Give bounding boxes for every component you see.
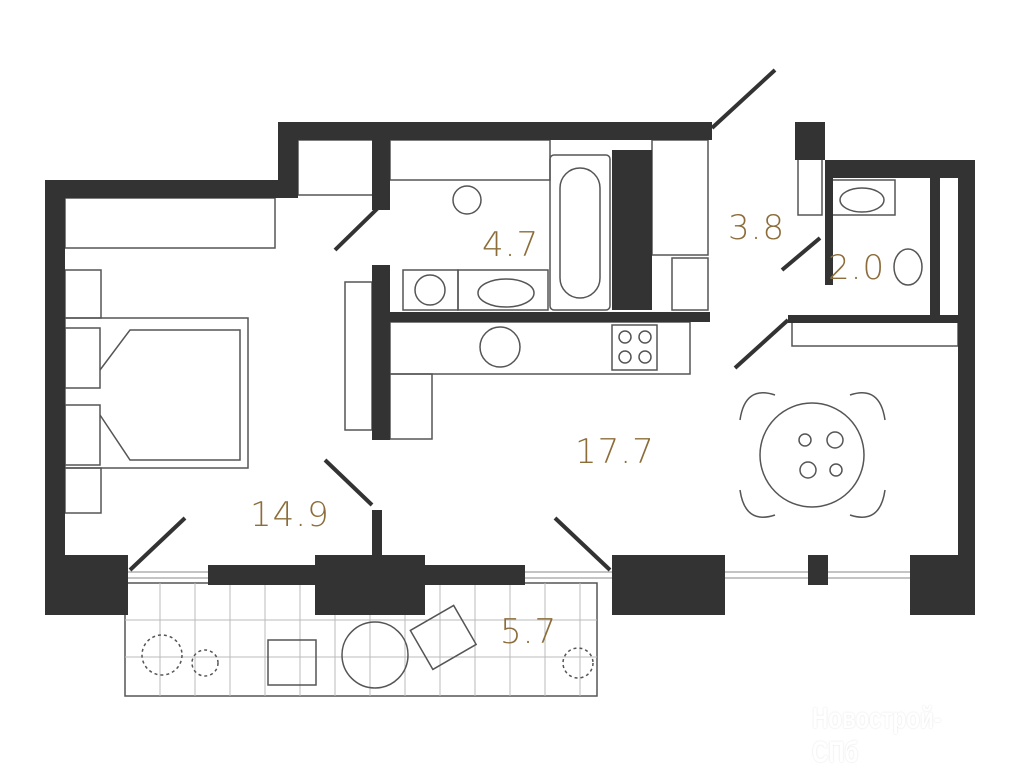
area-label-balcony: 5.7 bbox=[500, 612, 558, 652]
walls bbox=[45, 122, 975, 615]
watermark: Новострой-СПб bbox=[812, 702, 942, 769]
bathtub-icon bbox=[549, 154, 611, 311]
tv-stand-icon bbox=[344, 281, 373, 431]
kitchen-sink-icon bbox=[479, 326, 521, 368]
toilet-icon bbox=[452, 185, 482, 215]
sink-icon bbox=[477, 278, 535, 308]
shoe-rack-icon bbox=[671, 257, 709, 311]
area-label-wc: 2.0 bbox=[828, 248, 886, 288]
balcony-tiles bbox=[125, 583, 597, 696]
wc-toilet-icon bbox=[893, 248, 923, 286]
balcony-chair-icon bbox=[267, 639, 317, 686]
plant-icon bbox=[191, 649, 219, 677]
fridge-icon bbox=[389, 373, 433, 440]
windows bbox=[128, 571, 910, 579]
area-label-bedroom: 14.9 bbox=[250, 495, 330, 535]
area-label-kitchen-living: 17.7 bbox=[575, 432, 655, 472]
plant-icon bbox=[562, 647, 594, 679]
dining-table-icon bbox=[759, 402, 865, 508]
plant-icon bbox=[141, 634, 183, 676]
balcony-table-icon bbox=[341, 621, 409, 689]
bed-icon bbox=[64, 317, 249, 469]
closet bbox=[297, 139, 374, 196]
washing-machine-icon bbox=[402, 269, 459, 311]
wardrobe-bedroom bbox=[64, 197, 276, 249]
nightstand-icon bbox=[64, 269, 102, 319]
dining-chairs bbox=[739, 392, 886, 518]
stove-icon bbox=[611, 324, 658, 371]
wc-sink-icon bbox=[839, 187, 885, 213]
door-swings bbox=[128, 68, 822, 572]
living-cabinet bbox=[791, 321, 959, 347]
balcony-lounger-icon bbox=[409, 604, 478, 671]
kitchen-counter bbox=[389, 321, 691, 375]
nightstand-icon bbox=[64, 467, 102, 514]
area-label-bathroom: 4.7 bbox=[482, 225, 540, 265]
furniture bbox=[64, 139, 959, 697]
wardrobe-hall bbox=[651, 139, 709, 256]
area-label-hall: 3.8 bbox=[728, 208, 786, 248]
